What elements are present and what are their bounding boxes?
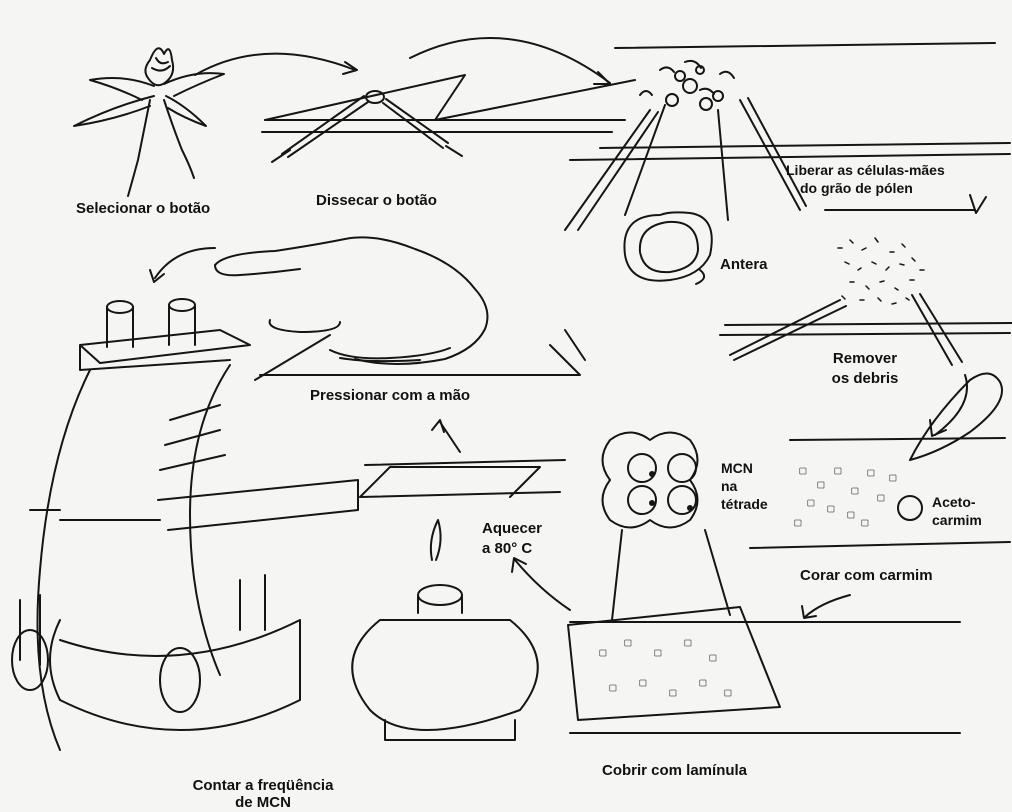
step-cover-label: Cobrir com lamínula [602, 762, 747, 780]
aceto-carmine-label-line1: Aceto- [932, 494, 976, 510]
step-remove-debris-label-line1: Remover [820, 350, 910, 368]
mcn-tetrad-label-line3: tétrade [721, 496, 768, 512]
anther-label: Antera [720, 256, 768, 274]
hand-pressing-illustration [215, 237, 585, 380]
step-count-label-line1: Contar a freqüência [168, 777, 358, 795]
step-release-cells-label-line1: Liberar as células-mães [786, 162, 945, 178]
step-stain-label: Corar com carmim [800, 567, 933, 585]
step-heat-label-line2: a 80° C [482, 540, 532, 558]
step-select-bud-label: Selecionar o botão [76, 200, 210, 218]
mcn-tetrad-label-line2: na [721, 478, 737, 494]
mcn-tetrad-label-line1: MCN [721, 460, 753, 476]
step-press-hand-label: Pressionar com a mão [310, 387, 470, 405]
step-heat-label-line1: Aquecer [482, 520, 542, 538]
step-remove-debris-label-line2: os debris [820, 370, 910, 388]
dissection-slide-illustration [262, 75, 635, 162]
alcohol-lamp-illustration [352, 460, 565, 740]
step-dissect-bud-label: Dissecar o botão [316, 192, 437, 210]
aceto-carmine-label-line2: carmim [932, 512, 982, 528]
microscope-illustration [12, 299, 358, 750]
step-release-cells-label-line2: do grão de pólen [800, 180, 913, 196]
step-count-label-line2: de MCN [168, 794, 358, 812]
